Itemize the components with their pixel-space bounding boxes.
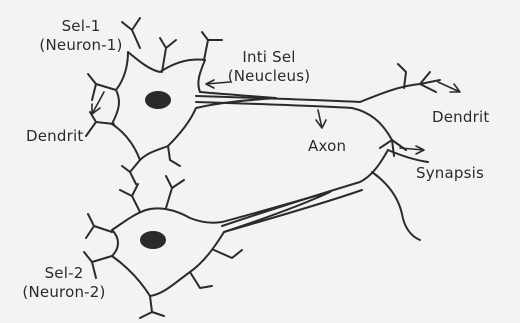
neuron-1-title: Sel-1 [36, 17, 126, 36]
axon-arrow [316, 110, 326, 128]
neuron-2-axon [222, 150, 388, 232]
neuron-1-label: Sel-1 (Neuron-1) [36, 17, 126, 55]
synapsis-label: Synapsis [416, 164, 484, 183]
neuron-2-nucleus [141, 232, 165, 248]
neuron-1-nucleus [146, 92, 170, 108]
axon-label: Axon [308, 137, 346, 156]
dendrit-right-label: Dendrit [432, 108, 489, 127]
neuron-1-subtitle: (Neuron-1) [36, 36, 126, 55]
nucleus-label: Inti Sel (Neucleus) [216, 48, 322, 86]
dendrit-right-arrow [438, 82, 460, 92]
dendrit-left-label: Dendrit [26, 127, 83, 146]
neuron-2-label: Sel-2 (Neuron-2) [16, 264, 112, 302]
axon-terminal-top [398, 64, 440, 92]
neuron-2-subtitle: (Neuron-2) [16, 283, 112, 302]
nucleus-subtitle: (Neucleus) [216, 67, 322, 86]
nucleus-title: Inti Sel [216, 48, 322, 67]
neuron-1-axon [196, 84, 420, 140]
neuron-2-title: Sel-2 [16, 264, 112, 283]
